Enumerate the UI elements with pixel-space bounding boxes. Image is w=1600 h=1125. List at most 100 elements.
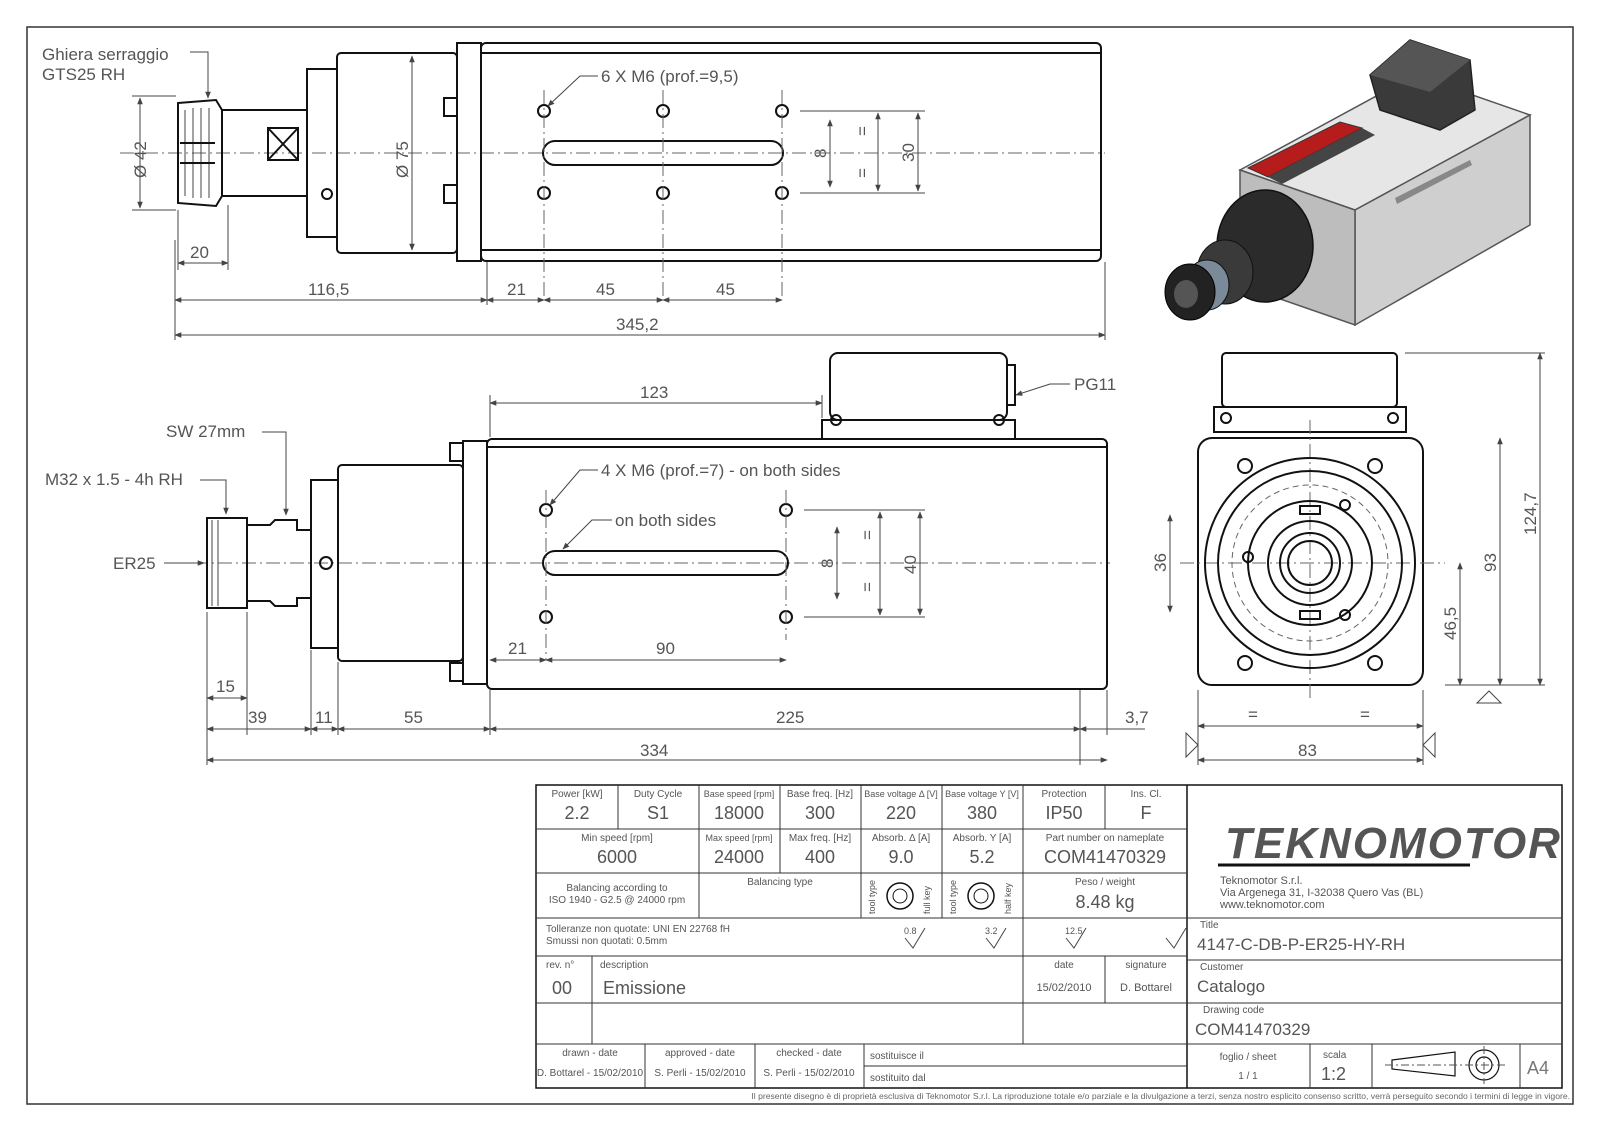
- dim-21-side: 21: [508, 639, 527, 658]
- date-value: 15/02/2010: [1036, 982, 1091, 994]
- thread-label: M32 x 1.5 - 4h RH: [45, 470, 183, 489]
- tolerance-line1: Tolleranze non quotate: UNI EN 22768 fH: [546, 924, 730, 935]
- spec-label: Min speed [rpm]: [581, 833, 653, 844]
- tool-type-label: tool type: [867, 880, 877, 914]
- drawn-label: drawn - date: [562, 1048, 618, 1059]
- dim-d75: Ø 75: [393, 141, 412, 178]
- collet-nut-type: GTS25 RH: [42, 65, 125, 84]
- dim-116: 116,5: [308, 280, 349, 299]
- dim-eq-d: =: [858, 582, 877, 592]
- full-key-label: full key: [922, 885, 932, 914]
- dim-20: 20: [190, 243, 209, 262]
- dim-8-side: 8: [818, 559, 837, 568]
- spec-label: Max freq. [Hz]: [789, 833, 851, 844]
- spec-label: Power [kW]: [551, 789, 602, 800]
- spec-label: Part number on nameplate: [1046, 833, 1165, 844]
- spec-label: Ins. Cl.: [1130, 789, 1161, 800]
- dim-55: 55: [404, 708, 423, 727]
- dim-36: 36: [1151, 553, 1170, 572]
- dim-eq-e: =: [1248, 705, 1258, 724]
- roughness-0-8: 0.8: [904, 926, 917, 936]
- spec-value: 380: [967, 803, 997, 823]
- scale-label: scala: [1323, 1050, 1347, 1061]
- dim-40: 40: [901, 555, 920, 574]
- dim-45-a: 45: [596, 280, 615, 299]
- checked-label: checked - date: [776, 1048, 842, 1059]
- spec-value: 5.2: [969, 847, 994, 867]
- spec-value: 24000: [714, 847, 764, 867]
- drawing-code-label: Drawing code: [1203, 1005, 1265, 1016]
- date-label: date: [1054, 960, 1074, 971]
- dim-124-7: 124,7: [1521, 492, 1540, 535]
- dim-39: 39: [248, 708, 267, 727]
- spec-label: Duty Cycle: [634, 789, 683, 800]
- weight-label: Peso / weight: [1075, 877, 1135, 888]
- drawn-value: D. Bottarel - 15/02/2010: [537, 1068, 644, 1079]
- company-address: Via Argenega 31, I-32038 Quero Vas (BL): [1220, 887, 1423, 899]
- sheet-border: [26, 26, 1574, 1105]
- slot-label: on both sides: [615, 511, 716, 530]
- spec-value: 18000: [714, 803, 764, 823]
- dim-83: 83: [1298, 741, 1317, 760]
- spec-label: Protection: [1041, 789, 1086, 800]
- dim-21-top: 21: [507, 280, 526, 299]
- dim-90: 90: [656, 639, 675, 658]
- dim-15: 15: [216, 677, 235, 696]
- roughness-3-2: 3.2: [985, 926, 998, 936]
- customer-label: Customer: [1200, 962, 1244, 973]
- dim-123: 123: [640, 383, 668, 402]
- rev-label: rev. n°: [546, 960, 574, 971]
- customer-value: Catalogo: [1197, 977, 1265, 996]
- spec-value: 400: [805, 847, 835, 867]
- part-number-value: COM41470329: [1044, 847, 1166, 867]
- dim-eq-c: =: [858, 530, 877, 540]
- checked-value: S. Perli - 15/02/2010: [763, 1068, 855, 1079]
- tool-type-label: tool type: [948, 880, 958, 914]
- spec-label: Base voltage Δ [V]: [864, 789, 938, 799]
- rev-value: 00: [552, 978, 572, 998]
- dim-30: 30: [899, 143, 918, 162]
- company-web: www.teknomotor.com: [1219, 899, 1325, 911]
- title-label: Title: [1200, 920, 1219, 931]
- spec-value: S1: [647, 803, 669, 823]
- sheet-label: foglio / sheet: [1220, 1052, 1277, 1063]
- desc-label: description: [600, 960, 648, 971]
- dim-11: 11: [315, 708, 333, 727]
- er-label: ER25: [113, 554, 156, 573]
- signature-value: D. Bottarel: [1120, 982, 1172, 994]
- drawing-code-value: COM41470329: [1195, 1020, 1310, 1039]
- spec-value: 6000: [597, 847, 637, 867]
- top-view: Ghiera serraggio GTS25 RH 6 X M6 (prof.=…: [42, 42, 1106, 340]
- scale-value: 1:2: [1321, 1064, 1346, 1084]
- front-view: 36 46,5 93 124,7 = = 83: [1151, 352, 1545, 765]
- spec-label: Max speed [rpm]: [705, 833, 772, 843]
- sheet-value: 1 / 1: [1238, 1071, 1258, 1082]
- side-view: PG11 SW 27mm M32 x 1.5 - 4h RH ER25 4 X …: [45, 352, 1149, 765]
- spec-value: 300: [805, 803, 835, 823]
- projection-symbol: [1385, 1046, 1506, 1084]
- spec-value: IP50: [1045, 803, 1082, 823]
- dim-334: 334: [640, 741, 668, 760]
- spindle-3d-render: [1164, 39, 1532, 327]
- spec-value: 220: [886, 803, 916, 823]
- approved-value: S. Perli - 15/02/2010: [654, 1068, 746, 1079]
- dim-eq-a: =: [853, 126, 872, 136]
- tolerance-line2: Smussi non quotati: 0.5mm: [546, 936, 667, 947]
- footer-disclaimer: Il presente disegno è di proprietà esclu…: [751, 1091, 1570, 1101]
- company-logo: TEKNOMOTOR: [1225, 819, 1562, 868]
- half-key-label: half key: [1003, 882, 1013, 914]
- dim-345: 345,2: [616, 315, 659, 334]
- title-block: Power [kW] 2.2 Duty Cycle S1 Base speed …: [535, 784, 1570, 1101]
- spec-value: 2.2: [564, 803, 589, 823]
- balancing-line1: Balancing according to: [566, 883, 668, 894]
- spec-row-2: Min speed [rpm] 6000 Max speed [rpm] 240…: [581, 833, 1166, 867]
- dim-46-5: 46,5: [1441, 607, 1460, 640]
- sw-label: SW 27mm: [166, 422, 245, 441]
- paper-format: A4: [1527, 1058, 1549, 1078]
- desc-value: Emissione: [603, 978, 686, 998]
- spec-label: Base speed [rpm]: [704, 789, 775, 799]
- balancing-line2: ISO 1940 - G2.5 @ 24000 rpm: [549, 895, 685, 906]
- dim-45-b: 45: [716, 280, 735, 299]
- roughness-12-5: 12.5: [1065, 926, 1083, 936]
- dim-d42: Ø 42: [131, 141, 150, 178]
